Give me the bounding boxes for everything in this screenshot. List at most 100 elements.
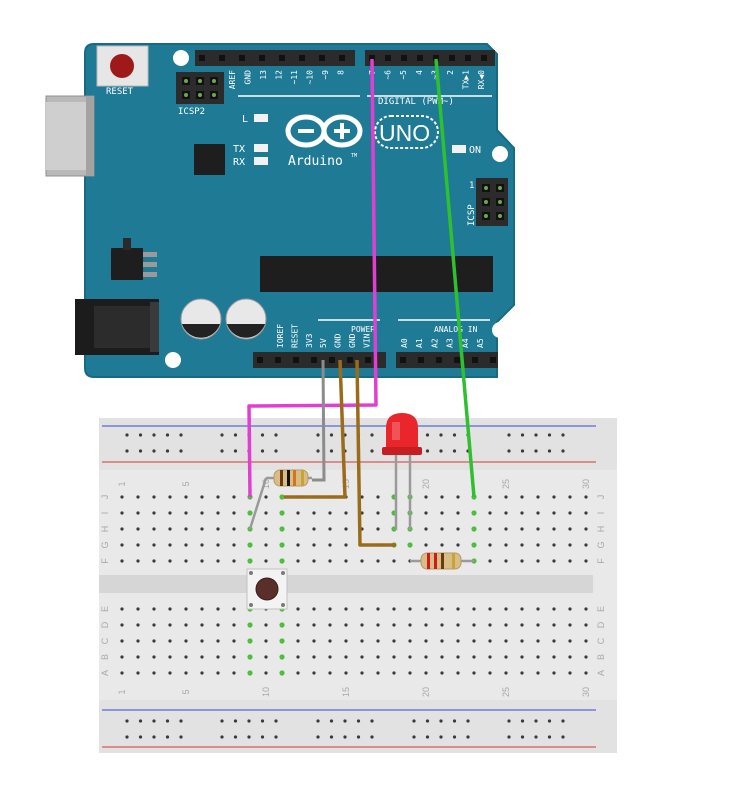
breadboard-hole (232, 559, 236, 563)
breadboard-hole (312, 559, 316, 563)
breadboard-hole (488, 639, 492, 643)
header-pin (219, 55, 225, 61)
breadboard-hole (488, 607, 492, 611)
column-number: 5 (181, 481, 191, 486)
breadboard-hole (152, 495, 156, 499)
breadboard-hole (520, 495, 524, 499)
rail-hole (329, 449, 334, 453)
digital-pin-label: ~5 (399, 70, 408, 80)
breadboard-hole (568, 495, 572, 499)
breadboard-hole (520, 607, 524, 611)
breadboard-hole (392, 559, 396, 563)
breadboard-hole (376, 671, 380, 675)
column-number: 5 (181, 689, 191, 694)
rail-hole (152, 719, 156, 723)
center-channel (99, 575, 593, 593)
breadboard-hole (184, 527, 188, 531)
rail-hole (152, 433, 156, 437)
breadboard-hole (152, 559, 156, 563)
row-letter: E (596, 606, 606, 612)
rail-hole (179, 433, 183, 437)
breadboard-hole (296, 559, 300, 563)
rail-hole (534, 735, 538, 739)
column-number: 25 (501, 479, 511, 489)
breadboard-hole (504, 623, 508, 627)
breadboard-hole (536, 655, 540, 659)
breadboard-hole (344, 607, 348, 611)
rail-hole (547, 449, 552, 453)
breadboard-hole (168, 559, 172, 563)
rail-hole (439, 449, 443, 453)
digital-pin-label: AREF (228, 70, 237, 89)
header-pin (401, 55, 407, 61)
breadboard-hole (296, 639, 300, 643)
column-number: 20 (421, 479, 431, 489)
rail-hole (561, 719, 565, 723)
breadboard-hole (488, 559, 492, 563)
breadboard-hole (136, 671, 140, 675)
breadboard-hole (344, 623, 348, 627)
breadboard-hole (536, 511, 540, 515)
atmega-chip (260, 256, 493, 292)
breadboard-hole (296, 623, 300, 627)
rail-hole (274, 735, 278, 739)
breadboard-hole (247, 654, 253, 660)
breadboard-hole (424, 639, 428, 643)
rail-hole (233, 735, 238, 739)
power-header (253, 352, 386, 368)
rail-hole (452, 449, 457, 453)
rail-hole (179, 449, 183, 453)
icsp2-pin (212, 79, 216, 83)
icsp-pin (498, 214, 502, 218)
breadboard-hole (312, 527, 316, 531)
breadboard-hole (408, 639, 412, 643)
header-pin (199, 55, 205, 61)
rail-hole (356, 719, 361, 723)
breadboard-hole (376, 639, 380, 643)
rail-hole (220, 719, 224, 723)
breadboard-hole (392, 607, 396, 611)
breadboard-hole (471, 510, 477, 516)
breadboard-hole (168, 655, 172, 659)
breadboard-hole (504, 559, 508, 563)
breadboard-hole (584, 511, 588, 515)
breadboard-hole (520, 655, 524, 659)
rail-hole (452, 719, 457, 723)
breadboard-hole (184, 623, 188, 627)
breadboard-hole (264, 559, 268, 563)
rail-hole (274, 449, 278, 453)
breadboard-hole (136, 495, 140, 499)
reset-button[interactable] (96, 45, 149, 87)
rail-hole (247, 735, 251, 739)
icsp-pin (484, 214, 488, 218)
breadboard-hole (200, 639, 204, 643)
rail-hole (125, 719, 129, 723)
breadboard-hole (120, 527, 124, 531)
breadboard-hole (504, 527, 508, 531)
header-pin (365, 357, 371, 363)
power-pin-label: 3V3 (305, 333, 314, 348)
rail-hole (138, 735, 143, 739)
digital-pin-label: 12 (275, 70, 284, 80)
breadboard-hole (471, 542, 477, 548)
breadboard-hole (247, 510, 253, 516)
breadboard-hole (360, 623, 364, 627)
rail-hole (561, 735, 565, 739)
digital-pin-label: 13 (259, 70, 268, 80)
column-number: 25 (501, 687, 511, 697)
uno-text: UNO (379, 120, 430, 146)
breadboard-hole (440, 543, 444, 547)
icsp2-pin (198, 93, 202, 97)
logo-text: Arduino (288, 154, 343, 169)
breadboard-hole (408, 607, 412, 611)
breadboard-hole (456, 607, 460, 611)
breadboard-hole (456, 511, 460, 515)
push-button[interactable] (246, 568, 288, 610)
rail-hole (370, 735, 374, 739)
breadboard-hole (392, 639, 396, 643)
breadboard-hole (584, 527, 588, 531)
breadboard-hole (536, 559, 540, 563)
rail-hole (152, 735, 156, 739)
wires (247, 58, 476, 547)
